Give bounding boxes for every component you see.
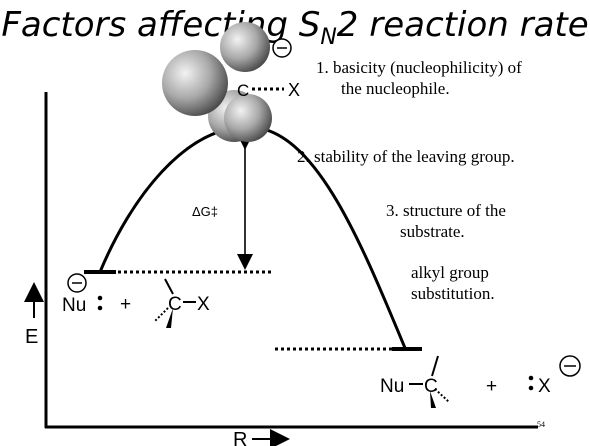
reactant-nucleophile-label: Nu	[62, 295, 86, 316]
x-lone-pair-dot-2	[528, 385, 534, 391]
factor-1-number: 1.	[316, 58, 329, 77]
product-bond-hash	[434, 388, 450, 403]
ts-carbon-label: C	[237, 81, 249, 100]
product-bond-wedge	[430, 391, 436, 408]
product-nucleophile-label: Nu	[380, 376, 404, 397]
sphere-top	[220, 22, 270, 72]
sub-factor-line1: alkyl group	[411, 263, 489, 282]
activation-energy-label: ΔG‡	[192, 204, 218, 219]
title-suffix: 2 reaction rate	[336, 5, 589, 45]
factor-1-line1: basicity (nucleophilicity) of	[333, 58, 522, 77]
nu-lone-pair-dot-1	[97, 295, 103, 301]
factor-2-line1: stability of the leaving group.	[314, 147, 515, 166]
product-carbon-label: C	[424, 376, 438, 397]
substrate-leaving-label: X	[197, 294, 210, 315]
substrate-bond-wedge	[166, 308, 173, 328]
product-bond-up	[431, 355, 439, 377]
products-structure: Nu C + X	[380, 355, 581, 408]
nu-lone-pair-dot-2	[97, 305, 103, 311]
x-axis-label: R	[233, 429, 247, 446]
y-axis-label: E	[25, 326, 38, 348]
factor-1-line2: the nucleophile.	[341, 79, 450, 98]
x-lone-pair-dot-1	[528, 375, 534, 381]
ts-leaving-label: X	[288, 80, 300, 100]
substrate-bond-hash	[153, 307, 169, 323]
factor-3-number: 3.	[386, 201, 399, 220]
factor-3: 3. structure of the substrate.	[386, 200, 506, 242]
factor-3-line1: structure of the	[403, 201, 506, 220]
sub-factor: alkyl group substitution.	[411, 262, 495, 304]
sphere-left	[162, 50, 228, 116]
transition-state-model: C X	[162, 22, 300, 142]
substrate-bond-up	[164, 278, 174, 295]
slide-number: 54	[537, 420, 545, 429]
product-leaving-label: X	[538, 376, 551, 397]
factor-2: 2. stability of the leaving group.	[297, 146, 515, 167]
sub-factor-line2: substitution.	[411, 284, 495, 303]
sphere-front	[224, 94, 272, 142]
factor-3-line2: substrate.	[400, 222, 465, 241]
factor-2-number: 2.	[297, 147, 310, 166]
title-subscript: N	[320, 24, 337, 50]
reactant-plus-sign: +	[120, 294, 131, 315]
substrate-carbon-label: C	[168, 294, 182, 315]
product-plus-sign: +	[486, 376, 497, 397]
reactants-structure: Nu + C X	[62, 273, 210, 328]
slide-title: Factors affecting SN2 reaction rate	[0, 6, 590, 57]
factor-1: 1. basicity (nucleophilicity) of the nuc…	[316, 57, 522, 99]
